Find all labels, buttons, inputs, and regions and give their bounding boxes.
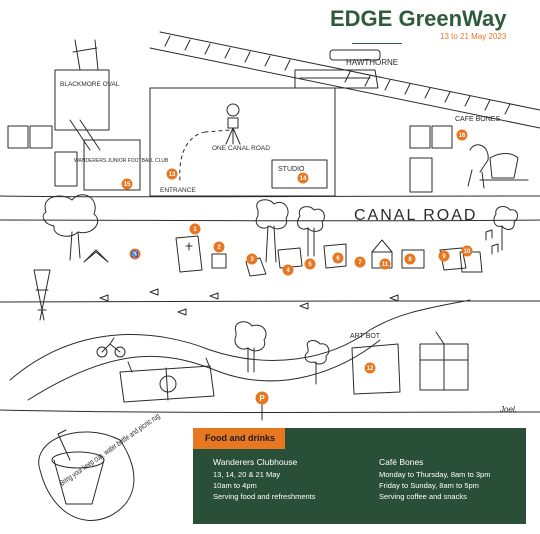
marker-8 <box>404 253 416 265</box>
stalls <box>175 235 483 277</box>
marker-15 <box>121 178 133 190</box>
entrance-label: ENTRANCE <box>160 187 196 194</box>
accessible-marker <box>129 248 141 260</box>
marker-label-12: 12 <box>367 366 374 372</box>
food-and-drinks-panel: Food and drinks Wanderers Clubhouse 13, … <box>193 428 526 524</box>
cafe-bones-signs <box>409 125 529 193</box>
one-canal-road-building <box>149 87 336 197</box>
venue-line: Serving coffee and snacks <box>379 492 467 501</box>
railway-track <box>149 31 540 129</box>
hawthorne-label: HAWTHORNE <box>346 58 398 67</box>
event-markers <box>121 129 473 405</box>
marker-10 <box>461 245 473 257</box>
cafe-bones-info: Café Bones Monday to Thursday, 8am to 3p… <box>379 457 490 502</box>
art-bot-label: ART BOT <box>350 333 381 340</box>
parking-label: P <box>259 394 265 403</box>
marker-label-6: 6 <box>336 256 340 262</box>
marker-6 <box>332 252 344 264</box>
marker-2 <box>213 241 225 253</box>
marker-label-14: 14 <box>300 176 307 182</box>
marker-16 <box>456 129 468 141</box>
trees <box>42 194 518 385</box>
marker-label-10: 10 <box>464 249 471 255</box>
marker-label-5: 5 <box>308 262 312 268</box>
hawthorne-station <box>294 49 381 89</box>
marker-label-8: 8 <box>408 257 412 263</box>
marker-label-4: 4 <box>286 268 290 274</box>
event-title: EDGE GreenWay <box>330 6 507 31</box>
keep-cup-drawing <box>38 429 135 521</box>
fish-decorations <box>99 288 399 316</box>
marker-label-3: 3 <box>250 257 254 263</box>
music-notes <box>485 229 499 255</box>
marker-label-13: 13 <box>169 172 176 178</box>
cyclist-icon <box>96 337 126 358</box>
studio-label: STUDIO <box>278 166 305 173</box>
marker-7 <box>354 256 366 268</box>
cafe-label: CAFE BONES <box>455 116 500 123</box>
venue-line: 10am to 4pm <box>213 481 257 490</box>
venue-line: Serving food and refreshments <box>213 492 316 501</box>
food-and-drinks-tab: Food and drinks <box>193 428 286 449</box>
venue-heading: Café Bones <box>379 457 424 467</box>
venue-line: Friday to Sunday, 8am to 5pm <box>379 481 479 490</box>
artist-signature: Joel. <box>499 405 517 414</box>
venue-line: 13, 14, 20 & 21 May <box>213 470 281 479</box>
event-dates: 13 to 21 May 2023 <box>440 32 507 41</box>
wanderers-club-sign <box>83 139 141 191</box>
canal-road-label: CANAL ROAD <box>354 207 477 224</box>
basketball-court <box>119 357 215 403</box>
toilet-sign-left <box>7 125 78 187</box>
oval-label: BLACKMORE OVAL <box>60 81 120 88</box>
marker-9 <box>438 250 450 262</box>
bottle-note: Bring your keep cup, water bottle and pi… <box>58 411 161 487</box>
parking-marker <box>255 391 269 405</box>
marker-4 <box>282 264 294 276</box>
marker-label-11: 11 <box>382 262 389 268</box>
accessible-icon: ♿ <box>131 250 139 258</box>
title-divider <box>352 43 402 44</box>
marker-numbers: 1 2 3 4 5 6 7 8 9 10 11 12 13 14 15 16 P… <box>124 133 471 403</box>
art-bot-building <box>351 331 469 395</box>
marker-1 <box>189 223 201 235</box>
marker-label-9: 9 <box>442 254 446 260</box>
marker-12 <box>364 362 376 374</box>
marker-label-16: 16 <box>459 133 466 139</box>
marker-14 <box>297 172 309 184</box>
wanderers-clubhouse-info: Wanderers Clubhouse 13, 14, 20 & 21 May … <box>213 457 316 502</box>
venue-heading: Wanderers Clubhouse <box>213 457 298 467</box>
marker-label-15: 15 <box>124 182 131 188</box>
blackmore-oval-building <box>54 39 110 151</box>
marker-3 <box>246 253 258 265</box>
marker-13 <box>166 168 178 180</box>
marker-label-1: 1 <box>193 227 197 233</box>
one-canal-road-label: ONE CANAL ROAD <box>212 145 270 152</box>
walking-paths <box>0 299 540 413</box>
marker-label-7: 7 <box>358 260 362 266</box>
venue-line: Monday to Thursday, 8am to 3pm <box>379 470 491 479</box>
pylon-left <box>33 269 51 321</box>
club-label: WANDERERS JUNIOR FOOTBALL CLUB <box>74 158 169 164</box>
marker-5 <box>304 258 316 270</box>
marker-label-2: 2 <box>217 245 221 251</box>
marker-11 <box>379 258 391 270</box>
